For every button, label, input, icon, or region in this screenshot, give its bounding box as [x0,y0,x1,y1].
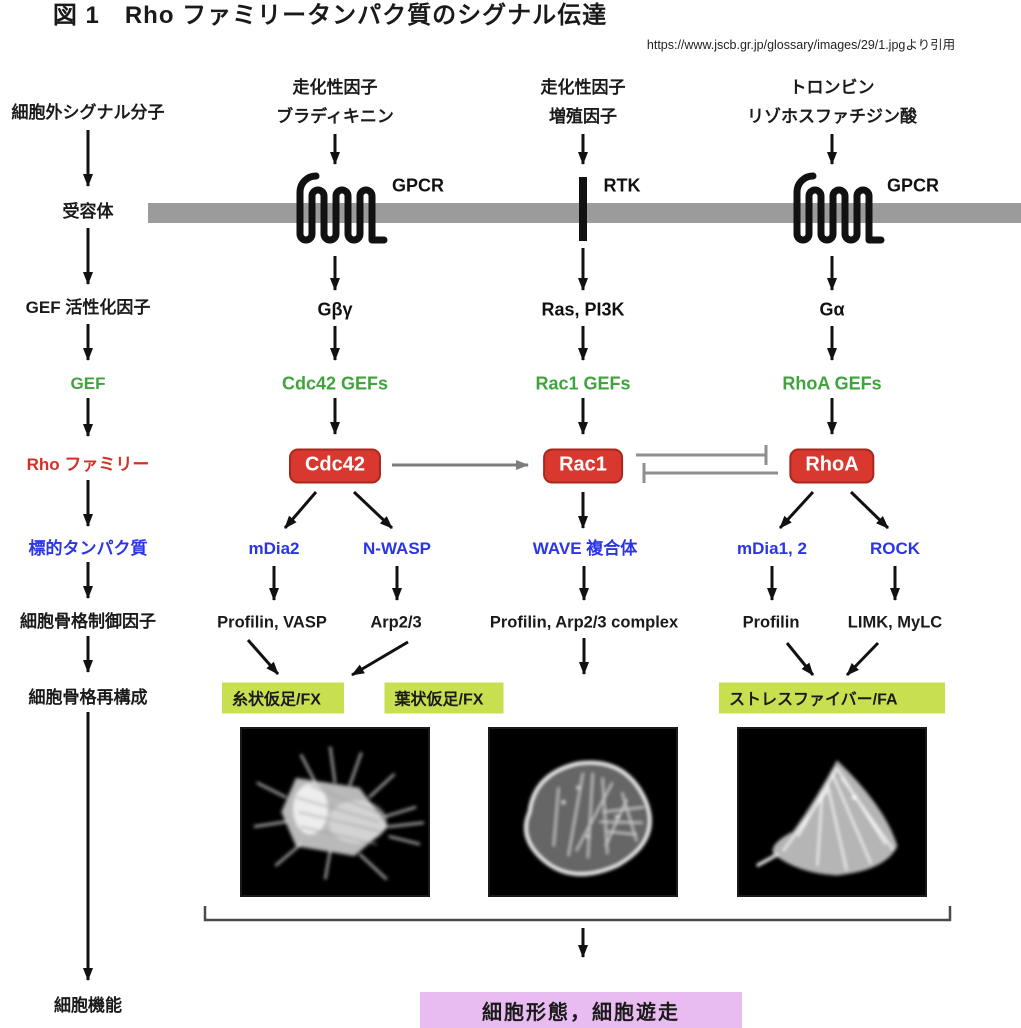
gef-cdc42: Cdc42 GEFs [281,373,389,394]
target-mdia12: mDia1, 2 [737,539,807,559]
target-wave-complex: WAVE 複合体 [532,539,638,559]
gtpase-box-rac1: Rac1 [543,448,623,484]
final-outcome-box: 細胞形態，細胞遊走 [420,992,742,1028]
figure-title: 図 1 Rho ファミリータンパク質のシグナル伝達 [52,2,608,30]
transducer-ga: Gα [819,299,845,320]
axis-cell-function: 細胞機能 [54,996,122,1016]
signal-arrows [83,130,900,981]
axis-rho-family: Rho ファミリー [26,455,150,475]
axis-target-protein: 標的タンパク質 [28,539,148,559]
regulator-profilin: Profilin [742,613,800,632]
gef-rac1: Rac1 GEFs [535,373,631,394]
target-nwasp: N-WASP [363,539,431,559]
grouping-bracket [203,906,952,922]
stimulus-col1-line1: 走化性因子 [292,78,378,98]
target-rock: ROCK [869,539,921,559]
micrograph-lamellipodia [488,727,678,897]
receptor-label-gpcr-3: GPCR [886,175,940,196]
stimulus-col2-line1: 走化性因子 [540,78,626,98]
outcome-stress-fiber: ストレスファイバー/FA [719,682,945,714]
stimulus-col3-line1: トロンビン [789,78,875,98]
transducer-ras-pi3k: Ras, PI3K [541,299,625,320]
axis-gef-activator: GEF 活性化因子 [25,298,151,318]
rtk-receptor-icon [579,177,587,241]
outcome-lamellipodia: 葉状仮足/FX [384,682,504,714]
source-citation: https://www.jscb.gr.jp/glossary/images/2… [646,37,956,52]
gtpase-box-rhoa: RhoA [789,448,875,484]
axis-extracellular-signal: 細胞外シグナル分子 [11,103,165,123]
transducer-gbg: Gβγ [317,299,353,320]
gtpase-box-cdc42: Cdc42 [288,448,382,484]
filopodia-cell-image [253,746,424,881]
regulator-profilin-arp23-complex: Profilin, Arp2/3 complex [489,613,679,632]
micrograph-filopodia [240,727,430,897]
target-mdia2: mDia2 [248,539,300,559]
stimulus-col3-line2: リゾホスファチジン酸 [747,107,917,127]
gef-rhoa: RhoA GEFs [782,373,882,394]
axis-cytoskeleton-regulator: 細胞骨格制御因子 [20,612,156,632]
stimulus-col1-line2: ブラディキニン [276,107,394,127]
axis-receptor: 受容体 [62,202,114,222]
rac1-rhoa-inhibition-lines [636,445,778,483]
regulator-limk-mylc: LIMK, MyLC [847,613,943,632]
receptor-label-rtk: RTK [603,175,641,196]
outcome-filopodia: 糸状仮足/FX [222,682,344,714]
axis-gef: GEF [70,374,106,394]
stimulus-col2-line2: 増殖因子 [549,107,617,127]
axis-cytoskeleton-reorganization: 細胞骨格再構成 [28,688,148,708]
regulator-profilin-vasp: Profilin, VASP [217,613,327,632]
regulator-arp23: Arp2/3 [370,613,422,632]
receptor-label-gpcr-1: GPCR [391,175,445,196]
gpcr-receptor-icon [296,172,388,244]
micrograph-stress-fibers [737,727,927,897]
stress-fiber-cell-image [755,760,898,876]
lamellipodia-cell-image [524,760,652,877]
gpcr-receptor-icon [793,172,885,244]
